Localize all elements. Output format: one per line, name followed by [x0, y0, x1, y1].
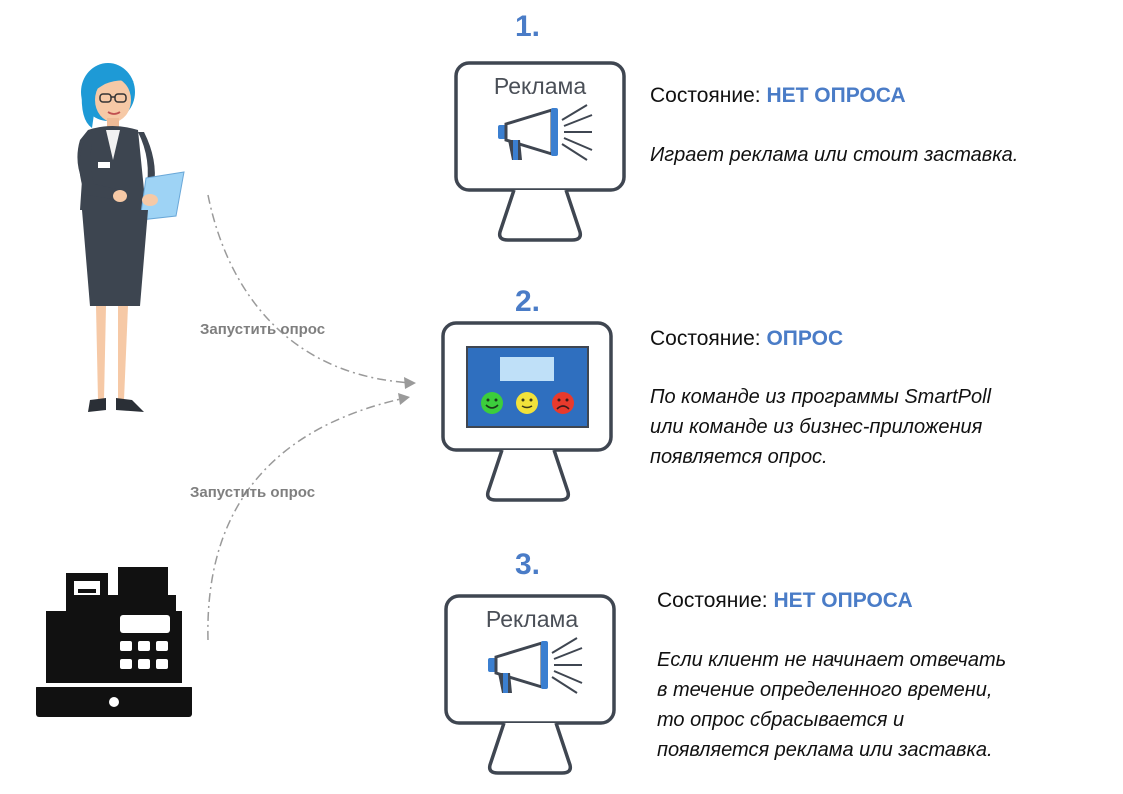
state-line-1: Состояние: НЕТ ОПРОСА [650, 84, 906, 108]
description-line: то опрос сбрасывается и [657, 709, 905, 731]
state-prefix: Состояние: [650, 84, 767, 107]
description-line: или команде из бизнес-приложения [650, 416, 983, 438]
state-line-3: Состояние: НЕТ ОПРОСА [657, 589, 913, 613]
megaphone-icon [498, 104, 593, 161]
monitor-poll [441, 321, 613, 502]
description-line: Играет реклама или стоит заставка. [650, 144, 1019, 166]
step-1-number: 1. [515, 10, 541, 43]
arrow-from-register [207, 397, 406, 641]
smiley-neutral-icon [516, 392, 538, 414]
cash-register-icon [36, 567, 192, 717]
monitor-advertising-1: Реклама [454, 61, 626, 242]
state-prefix: Состояние: [650, 327, 767, 350]
description-line: появляется опрос. [650, 446, 828, 468]
arrow-label-register: Запустить опрос [190, 484, 316, 501]
description-line: По команде из программы SmartPoll [650, 386, 992, 408]
step-2-description: По команде из программы SmartPoll или ко… [650, 382, 991, 472]
arrow-head-icon [398, 393, 410, 405]
step-3-description: Если клиент не начинает отвечать в течен… [657, 645, 1006, 765]
arrow-label-person: Запустить опрос [200, 321, 326, 338]
step-2-number: 2. [515, 285, 541, 318]
description-line: появляется реклама или заставка. [657, 739, 993, 761]
state-value: НЕТ ОПРОСА [766, 84, 906, 107]
arrow-from-person [207, 194, 413, 384]
state-value: НЕТ ОПРОСА [773, 589, 913, 612]
description-line: в течение определенного времени, [657, 679, 993, 701]
step-1-description: Играет реклама или стоит заставка. [650, 140, 1018, 170]
state-line-2: Состояние: ОПРОС [650, 327, 843, 351]
smiley-good-icon [481, 392, 503, 414]
arrow-head-icon [404, 377, 416, 389]
megaphone-icon [488, 637, 583, 694]
operator-woman-illustration [77, 63, 185, 412]
screen-label-ad-3: Реклама [486, 606, 578, 632]
step-3-number: 3. [515, 548, 541, 581]
smiley-bad-icon [552, 392, 574, 414]
description-line: Если клиент не начинает отвечать [657, 649, 1007, 671]
monitor-advertising-3: Реклама [444, 594, 616, 775]
state-prefix: Состояние: [657, 589, 774, 612]
screen-label-ad-1: Реклама [494, 73, 586, 99]
state-value: ОПРОС [766, 327, 844, 350]
